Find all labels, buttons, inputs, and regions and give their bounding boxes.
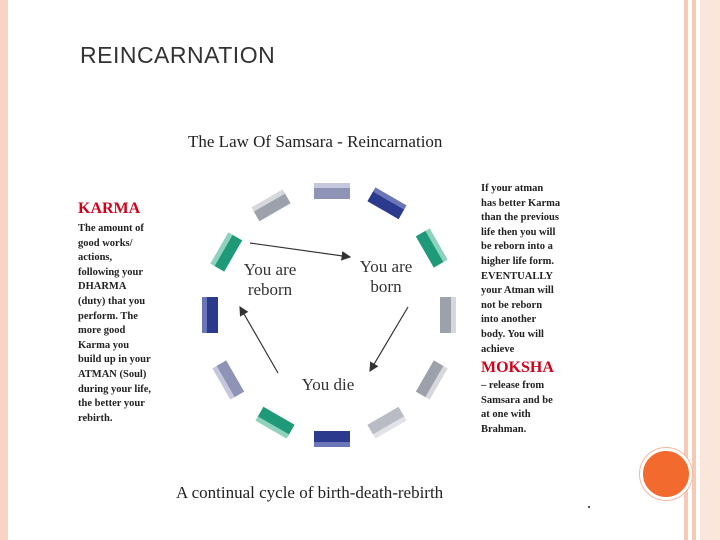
label-you-are-born: You are born (359, 257, 413, 296)
diagram-title: The Law Of Samsara - Reincarnation (188, 132, 443, 151)
wheel-block (210, 232, 243, 272)
moksha-description: If your atman has better Karma than the … (481, 182, 591, 438)
diagram-caption: A continual cycle of birth-death-rebirth (176, 483, 444, 502)
decorative-orange-circle (640, 448, 692, 500)
label-you-are-reborn: You are reborn (243, 260, 297, 299)
right-border-line (692, 0, 696, 540)
karma-description: KARMA The amount of good works/ actions,… (78, 200, 188, 426)
wheel-block (314, 431, 350, 447)
wheel-block (440, 297, 456, 333)
wheel-block (202, 297, 218, 333)
label-you-die: You die (301, 375, 355, 394)
right-border-line (684, 0, 688, 540)
wheel-block (314, 183, 350, 199)
karma-heading: KARMA (78, 200, 141, 217)
arrow-born-to-die (369, 306, 409, 373)
wheel-block (367, 187, 407, 220)
right-border-panel (700, 0, 720, 540)
moksha-heading: MOKSHA (481, 359, 554, 377)
karma-body: The amount of good works/ actions, follo… (78, 223, 152, 424)
wheel-block (415, 360, 448, 400)
moksha-body: – release from Samsara and be at one wit… (481, 380, 553, 435)
atman-text: If your atman has better Karma than the … (481, 183, 561, 355)
decorative-dot (588, 506, 590, 508)
arrow-reborn-to-born (249, 242, 352, 261)
left-border (0, 0, 8, 540)
wheel-block (415, 228, 448, 268)
samsara-wheel (202, 183, 456, 447)
wheel-block (212, 360, 245, 400)
arrow-die-to-reborn (239, 305, 279, 374)
wheel-block (255, 406, 295, 439)
wheel-block (251, 189, 291, 222)
slide-title: REINCARNATION (80, 42, 276, 68)
wheel-block (367, 406, 407, 439)
